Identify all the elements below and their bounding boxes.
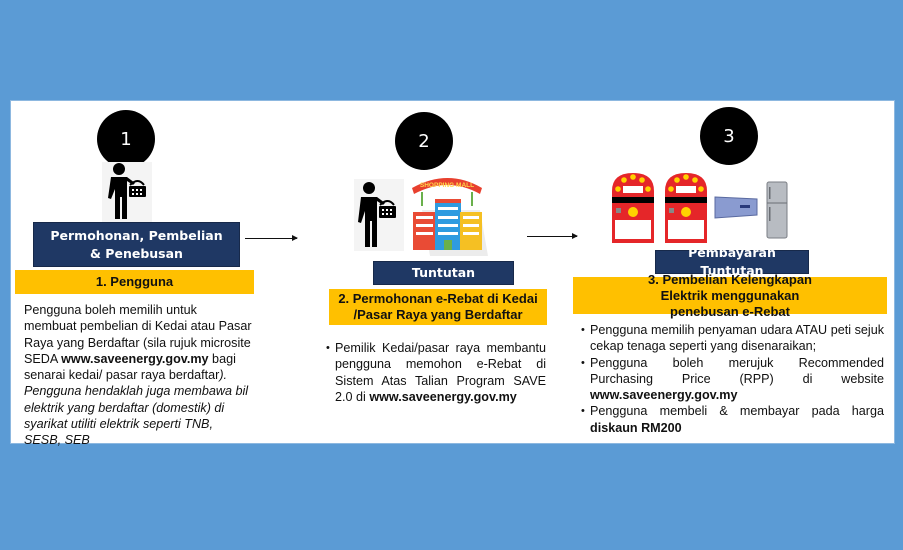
step-1-stage-label: Permohonan, Pembelian & Penebusan xyxy=(33,222,240,267)
bullet-text: Pengguna memilih penyaman udara ATAU pet… xyxy=(590,323,884,354)
bullet-bold: diskaun RM200 xyxy=(590,420,682,435)
shopper-with-basket-icon xyxy=(354,179,404,251)
bullet-link: www.saveenergy.gov.my xyxy=(590,388,738,403)
step-3-stage-label: Pembayaran Tuntutan xyxy=(655,245,809,278)
bullet-text: Pengguna membeli & membayar pada harga xyxy=(590,404,884,419)
step-1-title: 1. Pengguna xyxy=(15,270,254,294)
step-3-description: Pengguna memilih penyaman udara ATAU pet… xyxy=(581,322,884,436)
step-1-desc-text-2: bagi senarai kedai/ pasar raya berdaftar xyxy=(24,351,236,383)
shopper-with-basket-icon xyxy=(102,162,152,222)
step-2-bullet: Pemilik Kedai/pasar raya membantu penggu… xyxy=(326,340,546,405)
bullet-text: Pemilik Kedai/pasar raya membantu penggu… xyxy=(335,341,546,404)
energy-star-label-icon xyxy=(663,171,709,245)
step-1-description: Pengguna boleh memilih untuk membuat pem… xyxy=(24,302,252,449)
step-3-bullet: Pengguna membeli & membayar pada harga d… xyxy=(581,403,884,436)
step-1-desc-text: Pengguna boleh memilih untuk membuat pem… xyxy=(24,303,252,366)
step-2-description: Pemilik Kedai/pasar raya membantu penggu… xyxy=(326,340,546,405)
step-1-number-circle: 1 xyxy=(97,110,155,168)
mall-sign-text: SHOPPING MALL xyxy=(420,182,474,189)
step-2-bullet-list: Pemilik Kedai/pasar raya membantu penggu… xyxy=(326,340,546,405)
step-3-title: 3. Pembelian Kelengkapan Elektrik menggu… xyxy=(573,272,887,319)
arrow-right-icon xyxy=(245,235,298,241)
bullet-text: Pengguna boleh merujuk Recommended Purch… xyxy=(590,355,884,386)
step-3-number-circle: 3 xyxy=(700,107,758,165)
air-conditioner-icon xyxy=(714,194,758,220)
step-2-stage-label: Tuntutan xyxy=(373,261,514,285)
arrow-right-icon xyxy=(527,233,578,239)
step-1-number: 1 xyxy=(120,128,132,150)
step-1-desc-link: www.saveenergy.gov.my xyxy=(61,351,209,366)
step-2-title: 2. Permohonan e-Rebat di Kedai /Pasar Ra… xyxy=(329,289,547,325)
step-3-bullet-list: Pengguna memilih penyaman udara ATAU pet… xyxy=(581,322,884,436)
shopping-mall-icon: SHOPPING MALL xyxy=(410,170,490,256)
step-3-bullet: Pengguna boleh merujuk Recommended Purch… xyxy=(581,355,884,404)
bullet-link: www.saveenergy.gov.my xyxy=(369,389,517,404)
step-3-number: 3 xyxy=(723,125,735,147)
refrigerator-icon xyxy=(766,181,788,239)
energy-star-label-icon xyxy=(610,171,656,245)
step-2-number-circle: 2 xyxy=(395,112,453,170)
step-3-bullet: Pengguna memilih penyaman udara ATAU pet… xyxy=(581,322,884,355)
step-2-number: 2 xyxy=(418,130,430,152)
step-1-desc-italic: ). Pengguna hendaklah juga membawa bil e… xyxy=(24,368,249,448)
